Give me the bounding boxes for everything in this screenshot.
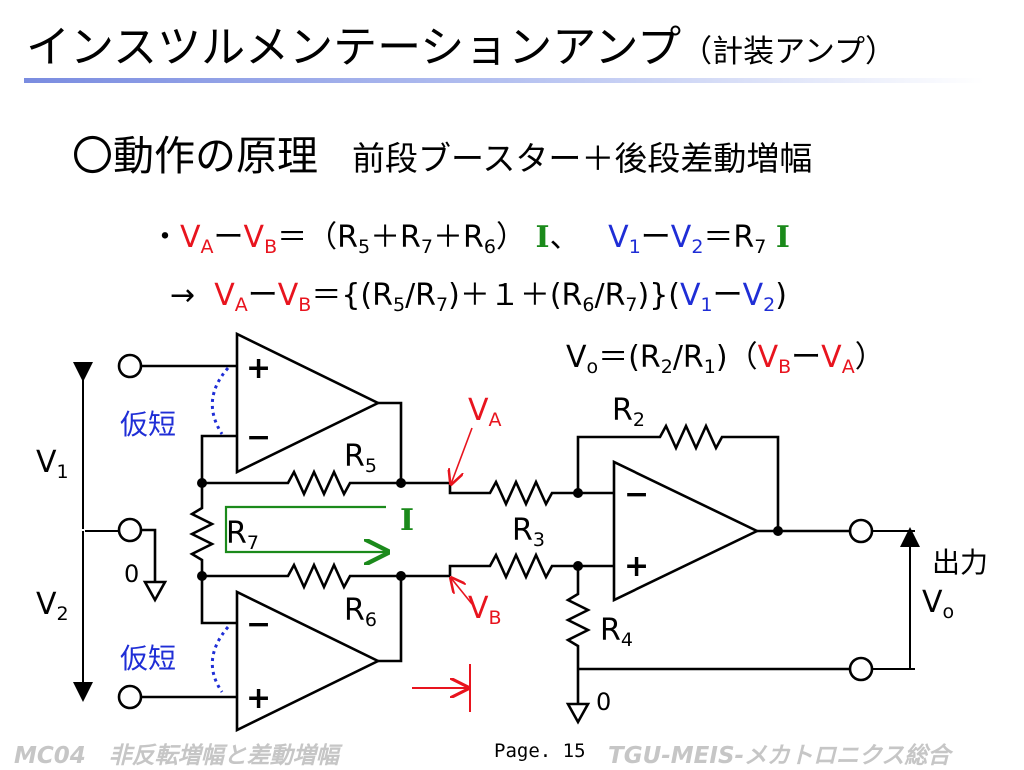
eq2-v1: V1 [680,278,713,316]
heading-description: 前段ブースター＋後段差動増幅 [352,139,813,178]
eq3-vb: VB [757,340,792,378]
eq2-vb: VB [277,278,312,316]
resistor-r4 [565,566,591,704]
equation-1: ・VAーVB＝（R5＋R7＋R6） I、 V1ーV2＝R7 I [150,220,790,258]
opamp-upper [235,331,381,475]
eq1-minus: ー [213,220,244,255]
label-r4: R4 [600,613,633,651]
opamp-upper-plus: + [246,351,271,386]
opamp-lower-minus: − [246,607,271,642]
resistor-r5 [202,468,450,498]
eq1-v1: V1 [608,220,641,258]
label-virtual-short-top: 仮短 [120,408,176,441]
eq1-current: I [535,220,550,255]
label-vo: Vo [922,585,954,623]
output-terminal-ground [848,656,874,682]
footer-page-number: Page. 15 [494,740,586,762]
eq1-v2: V2 [670,220,704,258]
va-pointer [451,427,473,484]
equation-3: Vo＝(R2/R1)（VBーVA） [566,340,885,378]
opamp-lower-plus: + [246,681,271,716]
footer-institution: TGU-MEIS-メカトロニクス総合 [608,743,951,769]
opamp-upper-minus: − [246,420,271,455]
eq1-va: VA [180,220,214,258]
eq1-vb: VB [243,220,278,258]
label-output: 出力 [932,546,988,579]
eq3-va: VA [821,340,855,378]
label-v2: V2 [36,587,69,625]
opamp-diff-plus: + [624,549,649,584]
label-r6: R6 [344,593,377,631]
vb-pointer [451,578,473,605]
section-heading: 〇動作の原理前段ブースター＋後段差動増幅 [72,130,812,185]
resistor-r7 [189,483,215,576]
label-ground-bottom: 0 [596,688,611,716]
output-terminal [848,518,874,544]
equation-2: → VAーVB＝{(R5/R7)＋１＋(R6/R7)}(V1ーV2) [170,278,787,316]
opamp-difference [612,459,760,603]
eq1-current-2: I [775,220,790,255]
label-current: I [400,503,414,538]
opamp-diff-minus: − [624,477,649,512]
label-va: VA [468,393,502,431]
resistor-r6 [202,561,450,591]
title-underline [24,78,984,83]
label-r2: R2 [612,393,645,431]
input-terminal-v1 [117,353,143,379]
label-r5: R5 [344,439,377,477]
label-r7: R7 [226,516,259,554]
footer-course: MC04 非反転増幅と差動増幅 [14,743,339,769]
input-terminal-ground [117,517,143,543]
eq2-va: VA [214,278,248,316]
eq2-v2: V2 [742,278,776,316]
virtual-short-upper [210,367,230,435]
opamp-lower [235,589,381,733]
resistor-r3-upper [448,478,614,508]
slide-title: インスツルメンテーションアンプ（計装アンプ） [26,18,896,82]
resistor-r2 [576,422,780,531]
label-r3: R3 [512,513,545,551]
title-paren: （計装アンプ） [681,34,897,70]
virtual-short-lower [210,626,230,693]
current-path [224,505,388,552]
resistor-r3-lower [448,551,614,581]
label-v1: V1 [36,445,69,483]
eq2-arrow: → [170,278,196,313]
eq3-vo: Vo [566,340,599,378]
label-ground-left: 0 [124,560,139,588]
eq1-bullet: ・ [150,220,180,255]
eq1-part: ＝（R [277,220,358,255]
heading-text: 〇動作の原理 [72,132,318,180]
label-virtual-short-bottom: 仮短 [120,642,176,675]
title-main: インスツルメンテーションアンプ [26,22,682,73]
input-terminal-v2 [117,684,143,710]
label-vb: VB [468,591,502,629]
